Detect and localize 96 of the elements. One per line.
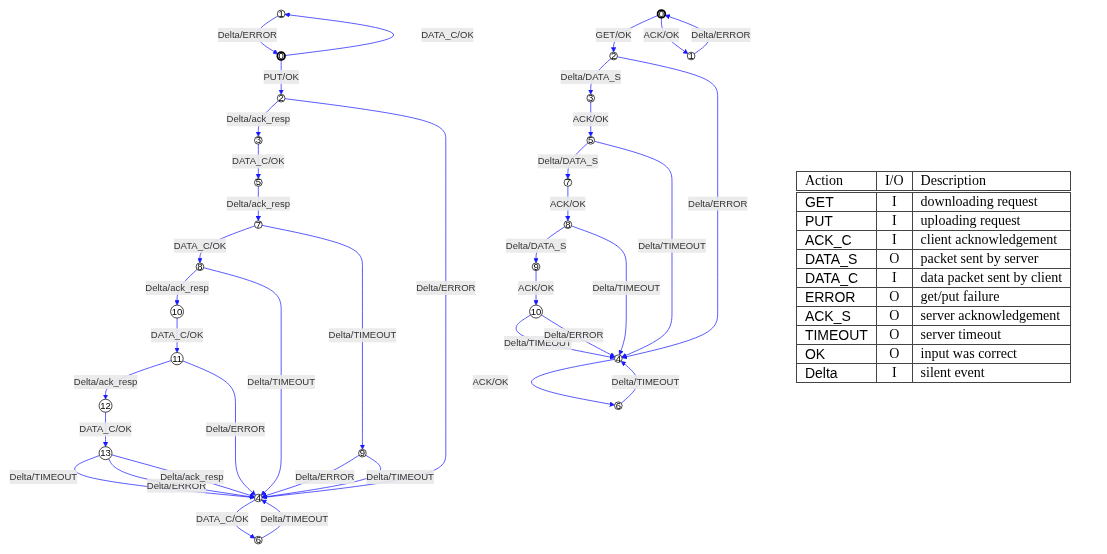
edge-label: Delta/DATA_S — [537, 156, 599, 167]
node-circle: 5 — [586, 136, 595, 145]
node-circle: 5 — [254, 178, 263, 187]
node-circle: 10 — [529, 304, 543, 319]
edge-label: Delta/TIMEOUT — [592, 282, 661, 293]
edge-label: Delta/TIMEOUT — [638, 240, 706, 251]
node-circle: 13 — [98, 446, 113, 460]
edge-label: Delta/ERROR — [146, 480, 206, 491]
table-cell: data packet sent by client — [912, 268, 1071, 288]
table-cell: silent event — [912, 363, 1071, 383]
edge-label: GET/OK — [595, 29, 632, 40]
table-cell: DATA_C — [796, 268, 877, 288]
edge-label: DATA_C/OK — [421, 29, 474, 40]
node-circle: 9 — [358, 448, 367, 458]
table-cell: I — [876, 363, 913, 383]
table-cell: downloading request — [912, 191, 1071, 212]
node-circle: 1 — [686, 51, 696, 61]
node-circle: 3 — [586, 94, 595, 103]
table-cell: O — [876, 249, 913, 269]
edge-label: Delta/TIMEOUT — [260, 513, 329, 524]
edge-label: ACK/OK — [472, 376, 509, 387]
edge-label: ACK/OK — [572, 113, 609, 125]
edge-label: PUT/OK — [263, 71, 299, 82]
table-cell: packet sent by server — [912, 249, 1071, 269]
edge-label: DATA_C/OK — [150, 329, 204, 341]
edge-label: Delta/ack_resp — [226, 113, 291, 125]
edge-label: Delta/ERROR — [217, 29, 277, 40]
table-cell: server timeout — [912, 325, 1071, 345]
table-cell: GET — [796, 191, 877, 212]
table-cell: uploading request — [912, 211, 1071, 231]
node-circle: 0 — [276, 51, 286, 61]
edge-label: Delta/TIMEOUT — [366, 471, 434, 482]
edge-label: Delta/DATA_S — [505, 240, 567, 251]
node-circle: 9 — [531, 262, 541, 271]
edge-label: DATA_C/OK — [79, 424, 132, 435]
node-circle: 3 — [254, 136, 263, 145]
node-circle: 2 — [609, 51, 618, 61]
column-header: I/O — [876, 171, 913, 192]
table-cell: OK — [796, 344, 877, 364]
edge-label: Delta/TIMEOUT — [611, 376, 680, 387]
node-circle: 8 — [195, 262, 205, 271]
node-circle: 12 — [98, 398, 113, 413]
table-cell: O — [876, 306, 913, 326]
edge-label: DATA_C/OK — [173, 240, 227, 251]
node-circle: 8 — [563, 220, 573, 229]
table-cell: I — [876, 268, 913, 288]
table-cell: get/put failure — [912, 287, 1071, 307]
node-circle: 7 — [254, 220, 263, 229]
edge-label: ACK/OK — [518, 282, 555, 293]
node-circle: 11 — [170, 352, 184, 366]
table-cell: O — [876, 325, 913, 345]
node-circle: 1 — [277, 9, 286, 19]
table-cell: ERROR — [796, 287, 877, 307]
node-circle: 6 — [254, 535, 263, 545]
edge-label: Delta/ERROR — [416, 282, 476, 293]
edge-label: Delta/TIMEOUT — [9, 471, 78, 482]
table-cell: DATA_S — [796, 249, 877, 269]
column-header: Action — [796, 171, 877, 192]
table-cell: O — [876, 344, 913, 364]
edge-label: Delta/ERROR — [688, 198, 748, 209]
node-circle: 4 — [614, 354, 623, 363]
edge-label: DATA_C/OK — [232, 156, 285, 167]
edge-label: Delta/TIMEOUT — [504, 337, 572, 348]
edge-label: Delta/ERROR — [205, 424, 266, 435]
table-cell: O — [876, 287, 913, 307]
table-cell: I — [876, 230, 913, 250]
table-cell: server acknowledgement — [912, 306, 1071, 326]
table-cell: I — [876, 191, 913, 212]
edge-label: DATA_C/OK — [196, 513, 249, 524]
edge-label: Delta/ERROR — [691, 29, 751, 40]
node-circle: 10 — [170, 304, 184, 319]
edge-label: ACK/OK — [549, 198, 586, 209]
node-circle: 7 — [563, 178, 573, 187]
edge-label: Delta/TIMEOUT — [247, 376, 315, 387]
edge-label: ACK/OK — [643, 29, 680, 40]
table-cell: ACK_C — [796, 230, 877, 250]
node-circle: 6 — [614, 401, 623, 410]
edge-label: Delta/ack_resp — [73, 376, 138, 387]
edge-label: Delta/DATA_S — [560, 71, 621, 82]
edge-label: Delta/ack_resp — [160, 471, 224, 482]
edge-label: Delta/ERROR — [295, 471, 355, 482]
node-circle: 2 — [277, 94, 286, 103]
table-cell: I — [876, 211, 913, 231]
edge-label: Delta/ack_resp — [145, 282, 209, 293]
edge-label: Delta/TIMEOUT — [328, 329, 397, 341]
edge-label: Delta/ack_resp — [226, 198, 291, 209]
table-cell: PUT — [796, 211, 877, 231]
edge-label: Delta/ERROR — [544, 329, 604, 341]
node-circle: 4 — [254, 493, 263, 503]
table-cell: input was correct — [912, 344, 1071, 364]
column-header: Description — [912, 171, 1071, 192]
table-cell: Delta — [796, 363, 877, 383]
table-cell: client acknowledgement — [912, 230, 1071, 250]
table-cell: TIMEOUT — [796, 325, 877, 345]
table-cell: ACK_S — [796, 306, 877, 326]
node-circle: 0 — [656, 9, 667, 19]
